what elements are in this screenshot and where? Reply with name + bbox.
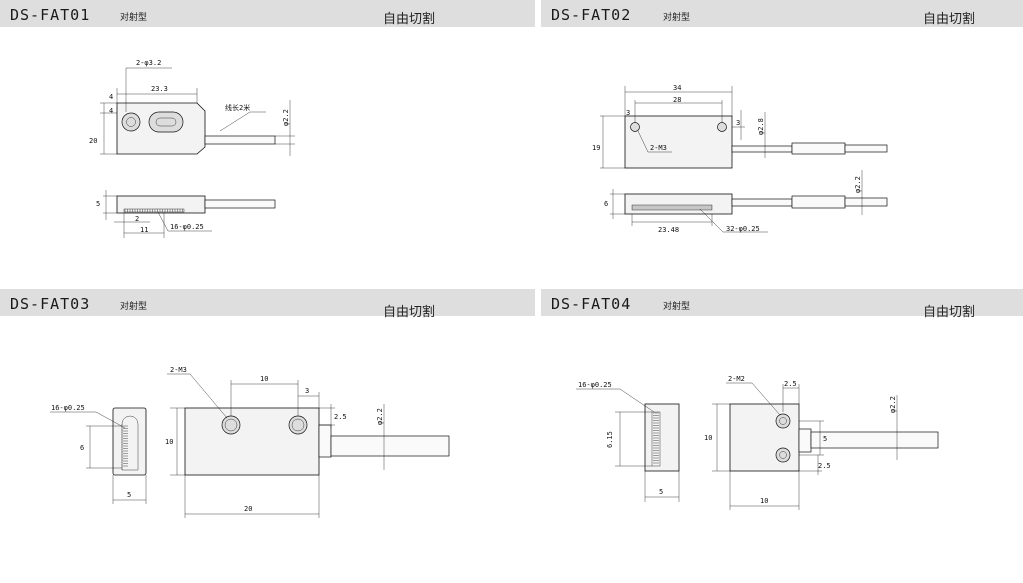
drawing-line [189, 373, 228, 419]
dim-fiber-len: 23.48 [658, 226, 679, 234]
type-label: 对射型 [120, 301, 148, 311]
model-name: DS-FAT04 [551, 295, 632, 313]
dim-height: 19 [592, 144, 600, 152]
model-name: DS-FAT01 [10, 6, 91, 24]
dim-cable-dia: φ2.2 [889, 396, 897, 413]
drawing-line [121, 415, 139, 471]
dim-top-gap: 4 [109, 93, 113, 101]
mounting-hole [121, 112, 141, 132]
dim-edge: 3 [305, 387, 309, 395]
drawing-line [844, 144, 888, 153]
cut-label: 自由切割 [923, 11, 976, 26]
dim-edge-v: 2.5 [334, 413, 347, 421]
dim-height: 10 [165, 438, 173, 446]
dim-width: 10 [760, 497, 768, 505]
drawing-line [157, 211, 169, 232]
drawing-line [291, 418, 305, 432]
drawing-fat02: 34 28 3 3 19 2-M3 φ2.8 6 23.48 32-φ0.25 … [592, 84, 888, 234]
dim-side-width: 5 [127, 491, 131, 499]
drawing-line [126, 117, 136, 127]
cut-label: 自由切割 [923, 304, 976, 319]
panel-header-fat02: DS-FAT02 对射型 自由切割 [541, 0, 1023, 27]
drawing-line [631, 204, 713, 211]
drawing-line [637, 130, 649, 153]
dim-fiber: 16-φ0.25 [51, 404, 85, 412]
dim-hole-pitch: 28 [673, 96, 681, 104]
dim-edge2: 3 [736, 119, 740, 127]
dim-holes: 2-φ3.2 [136, 59, 161, 67]
dim-pitch: 2 [135, 215, 139, 223]
type-label: 对射型 [663, 301, 691, 311]
drawing-line [651, 411, 661, 467]
panel-header-fat01: DS-FAT01 对射型 自由切割 [0, 0, 535, 27]
drawing-line [95, 411, 126, 429]
drawing-line [204, 199, 276, 209]
dim-span: 11 [140, 226, 148, 234]
drawing-fat03: 16-φ0.25 6 5 2-M3 10 3 2.5 10 20 φ2.2 [50, 366, 450, 518]
dim-edge-v: 2.5 [818, 462, 831, 470]
dim-thread: 2-M2 [728, 375, 745, 383]
dim-length: 20 [244, 505, 252, 513]
drawing-line [779, 451, 787, 459]
lens-slot [148, 111, 184, 133]
dim-fiber-len: 6.15 [606, 431, 614, 448]
sensor-body-side-view [112, 407, 147, 476]
drawing-line [219, 111, 251, 132]
dim-fiber: 32-φ0.25 [726, 225, 760, 233]
drawing-line [123, 208, 185, 213]
sensor-body-front-view [729, 403, 800, 472]
dim-cable-dia2: φ2.2 [854, 176, 862, 193]
mounting-hole [717, 122, 727, 132]
drawing-line [751, 382, 781, 416]
drawing-line [224, 418, 238, 432]
dim-thickness: 6 [604, 200, 608, 208]
dim-thickness: 5 [96, 200, 100, 208]
mounting-hole [775, 447, 791, 463]
model-name: DS-FAT03 [10, 295, 91, 313]
cable [204, 135, 276, 145]
dim-cable-dia: φ2.2 [376, 408, 384, 425]
panel-header-fat03: DS-FAT03 对射型 自由切割 [0, 289, 535, 319]
dim-height: 10 [704, 434, 712, 442]
dim-overall: 34 [673, 84, 681, 92]
dim-edge: 3 [626, 109, 630, 117]
panel-header-fat04: DS-FAT04 对射型 自由切割 [541, 289, 1023, 319]
drawing-line [330, 435, 450, 457]
dim-edge-h: 2.5 [784, 380, 797, 388]
dim-fiber-len: 6 [80, 444, 84, 452]
cable [798, 428, 812, 453]
dim-cable-dia: φ2.2 [282, 109, 290, 126]
drawing-line [844, 197, 888, 207]
cut-label: 自由切割 [383, 11, 436, 26]
dim-side-width: 5 [659, 488, 663, 496]
drawing-line [619, 388, 655, 413]
dim-height: 20 [89, 137, 97, 145]
dim-hole-pitch: 5 [823, 435, 827, 443]
dim-thread: 2-M3 [650, 144, 667, 152]
drawing-line [779, 417, 787, 425]
dim-cable-dia: φ2.8 [757, 118, 765, 135]
dim-hole-pitch: 10 [260, 375, 268, 383]
drawing-line [155, 117, 177, 127]
sensor-body-side-view [644, 403, 680, 472]
cut-label: 自由切割 [383, 304, 436, 319]
type-label: 对射型 [120, 12, 148, 22]
dim-width-top: 23.3 [151, 85, 168, 93]
sensor-body-top-view [624, 115, 733, 169]
cable-note: 线长2米 [225, 103, 250, 112]
model-name: DS-FAT02 [551, 6, 632, 24]
drawing-fat01: 2-φ3.2 23.3 4 4 20 线长2米 φ2.2 5 2 11 16-φ… [89, 59, 295, 238]
dim-fiber: 16-φ0.25 [578, 381, 612, 389]
dim-thread: 2-M3 [170, 366, 187, 374]
drawing-line [699, 208, 724, 233]
mounting-hole [630, 122, 640, 132]
drawing-line [810, 431, 939, 449]
dim-top-gap2: 4 [109, 107, 113, 115]
type-label: 对射型 [663, 12, 691, 22]
dim-fiber: 16-φ0.25 [170, 223, 204, 231]
mounting-hole [775, 413, 791, 429]
